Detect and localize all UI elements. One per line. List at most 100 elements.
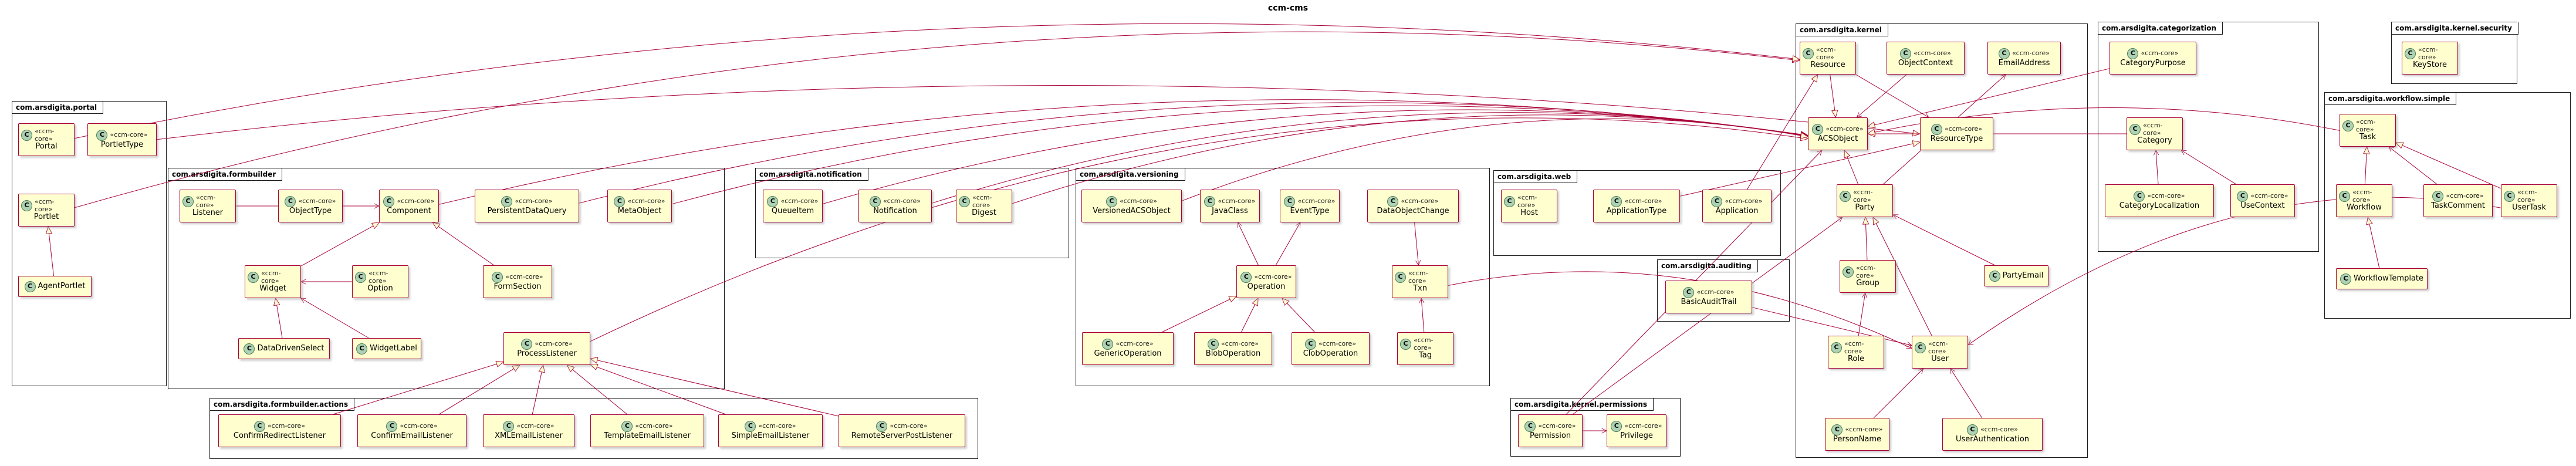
- class-UserAuthentication: C«ccm-core»UserAuthentication: [1942, 418, 2043, 451]
- class-name: Party: [1855, 203, 1875, 212]
- class-Tag: C«ccm-core»Tag: [1397, 332, 1453, 365]
- class-icon: C: [1204, 196, 1216, 208]
- class-name: PortletType: [100, 140, 144, 150]
- class-name: Category: [2137, 136, 2172, 146]
- class-BlobOperation: C«ccm-core»BlobOperation: [1194, 332, 1272, 365]
- class-name: Digest: [972, 208, 996, 218]
- edge-PersistentDataQuery-ACSObject: [579, 102, 1808, 204]
- diagram-title: ccm-cms: [1267, 4, 1309, 13]
- class-stereotype: «ccm-core»: [758, 422, 796, 430]
- edge-Operation-EventType: [1275, 222, 1300, 266]
- class-icon: C: [1207, 339, 1219, 350]
- class-name: CategoryPurpose: [2120, 59, 2186, 68]
- class-name: ConfirmEmailListener: [371, 431, 453, 441]
- class-stereotype: «ccm-core»: [1624, 422, 1662, 430]
- class-icon: C: [1400, 339, 1411, 350]
- class-name: TaskComment: [2431, 201, 2485, 211]
- class-name: ApplicationType: [1606, 207, 1667, 216]
- edge-AgentPortlet-Portlet: [48, 227, 54, 276]
- class-EmailAddress: C«ccm-core»EmailAddress: [1987, 42, 2061, 75]
- class-icon: C: [1831, 424, 1843, 436]
- edge-BasicAuditTrail-User: [1752, 307, 1912, 346]
- class-name: EventType: [1290, 207, 1330, 216]
- class-name: DataDrivenSelect: [257, 343, 324, 353]
- class-name: Tag: [1418, 351, 1432, 360]
- package-label: com.arsdigita.formbuilder.actions: [210, 399, 355, 411]
- class-stereotype: «ccm-core»: [2352, 188, 2372, 204]
- class-PersistentDataQuery: C«ccm-core»PersistentDataQuery: [475, 190, 579, 222]
- class-name: ObjectType: [289, 207, 332, 216]
- class-ConfirmEmailListener: C«ccm-core»ConfirmEmailListener: [357, 414, 466, 447]
- edge-GenericOperation-Operation: [1161, 296, 1236, 333]
- class-icon: C: [1102, 339, 1114, 350]
- class-stereotype: «ccm-core»: [2141, 49, 2179, 58]
- class-icon: C: [2432, 191, 2444, 202]
- class-name: UserAuthentication: [1955, 435, 2030, 444]
- edge-Party-ACSObject: [1844, 150, 1859, 185]
- class-icon: C: [1284, 196, 1296, 208]
- class-RemoteServerPostListener: C«ccm-core»RemoteServerPostListener: [839, 414, 965, 447]
- class-icon: C: [1387, 196, 1399, 208]
- class-name: VersionedACSObject: [1093, 207, 1171, 216]
- class-icon: C: [1504, 196, 1515, 208]
- class-stereotype: «ccm-core»: [883, 197, 921, 205]
- class-icon: C: [383, 196, 395, 208]
- package-label: com.arsdigita.kernel: [1796, 24, 1888, 36]
- class-name: Role: [1847, 354, 1864, 364]
- edge-UseContext-Category: [2181, 150, 2237, 185]
- class-name: UseContext: [2240, 201, 2285, 211]
- class-icon: C: [1831, 342, 1842, 354]
- class-icon: C: [253, 421, 265, 433]
- class-name: Task: [2359, 133, 2376, 142]
- class-stereotype: «ccm-core»: [1913, 49, 1952, 58]
- class-icon: C: [876, 421, 888, 433]
- class-name: MetaObject: [617, 207, 662, 216]
- class-UserTask: C«ccm-core»UserTask: [2501, 184, 2557, 217]
- class-stereotype: «ccm-core»: [1624, 197, 1662, 205]
- class-icon: C: [1611, 421, 1622, 433]
- class-ResourceType: C«ccm-core»ResourceType: [1920, 117, 1993, 150]
- class-name: QueueItem: [771, 207, 814, 216]
- edge-Permission-Party: [1573, 217, 1842, 415]
- edge-TemplateEmailListener-ProcessListener: [567, 365, 628, 415]
- class-Host: C«ccm-core»Host: [1501, 190, 1557, 222]
- class-stereotype: «ccm-core»: [1221, 340, 1259, 348]
- class-Group: C«ccm-core»Group: [1840, 260, 1896, 293]
- class-EventType: C«ccm-core»EventType: [1280, 190, 1340, 222]
- edge-Group-Party: [1865, 217, 1867, 261]
- edge-Digest-ACSObject: [1012, 114, 1808, 204]
- edge-Portlet-Resource: [74, 31, 1800, 208]
- class-icon: C: [869, 196, 881, 208]
- class-icon: C: [356, 343, 368, 354]
- edge-Txn-User: [1448, 271, 1912, 349]
- package-label: com.arsdigita.formbuilder: [168, 168, 283, 181]
- class-PortletType: C«ccm-core»PortletType: [87, 123, 157, 156]
- class-stereotype: «ccm-core»: [2446, 192, 2484, 200]
- class-name: ResourceType: [1930, 134, 1983, 144]
- class-stereotype: «ccm-core»: [369, 269, 388, 285]
- edge-SimpleEmailListener-ProcessListener: [590, 364, 726, 415]
- edge-MetaObject-ACSObject: [671, 105, 1808, 205]
- class-name: Privilege: [1620, 431, 1653, 441]
- package-label: com.arsdigita.kernel.permissions: [1511, 399, 1654, 411]
- edge-ObjectContext-ACSObject: [1857, 74, 1907, 117]
- class-icon: C: [2339, 191, 2350, 202]
- class-icon: C: [1998, 48, 2010, 60]
- class-icon: C: [1304, 339, 1316, 350]
- class-Party: C«ccm-core»Party: [1837, 184, 1893, 217]
- class-stereotype: «ccm-core»: [196, 193, 216, 209]
- edge-BlobOperation-Operation: [1240, 298, 1258, 333]
- edge-UserAuthentication-User: [1950, 369, 1983, 418]
- class-icon: C: [767, 196, 779, 208]
- class-Application: C«ccm-core»Application: [1702, 190, 1772, 222]
- class-stereotype: «ccm-core»: [2143, 121, 2163, 137]
- class-XMLEmailListener: C«ccm-core»XMLEmailListener: [483, 414, 574, 447]
- class-name: JavaClass: [1212, 207, 1248, 216]
- class-icon: C: [1683, 287, 1695, 299]
